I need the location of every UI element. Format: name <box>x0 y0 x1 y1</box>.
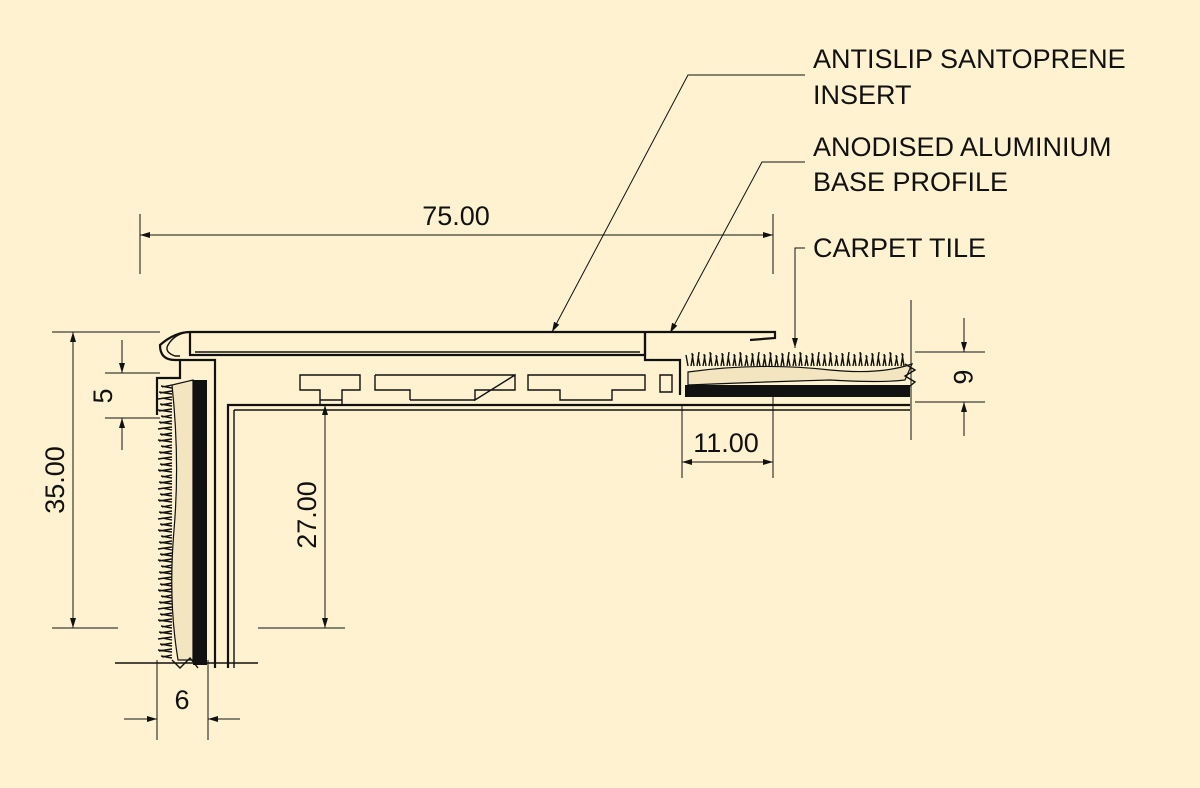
carpet-tile-left <box>157 379 207 669</box>
carpet-break-right <box>903 363 917 391</box>
profile-nose <box>155 330 777 415</box>
callout-carpet-label: CARPET TILE <box>813 233 986 263</box>
profile-nose-inner <box>166 331 191 357</box>
profile-inner-leg <box>226 403 910 668</box>
callout-base-line2: BASE PROFILE <box>813 167 1008 197</box>
callout-carpet: CARPET TILE <box>792 233 986 348</box>
callout-base-line1: ANODISED ALUMINIUM <box>813 132 1112 162</box>
dimension-overlap: 11.00 <box>681 395 774 478</box>
aluminium-profile <box>155 330 910 668</box>
carpet-backing-right <box>685 385 910 397</box>
dimension-top-width: 75.00 <box>139 201 774 274</box>
carpet-fibres-left <box>157 384 173 659</box>
callout-antislip-line2: INSERT <box>813 80 912 110</box>
dim-11-label: 11.00 <box>693 428 759 458</box>
dim-6-right-label: 6 <box>948 369 978 384</box>
dimension-carpet-right: 6 <box>910 300 985 440</box>
carpet-fibres-right <box>685 351 905 367</box>
dimension-nose: 5 <box>88 340 160 450</box>
callout-antislip-line1: ANTISLIP SANTOPRENE <box>813 44 1126 74</box>
carpet-pile-base-left <box>171 379 194 661</box>
carpet-tile-right <box>685 351 917 397</box>
profile-top-underside <box>180 358 217 668</box>
profile-ribs <box>299 373 673 406</box>
carpet-backing-left <box>193 380 207 665</box>
dim-27-label: 27.00 <box>292 481 322 549</box>
dim-5-label: 5 <box>88 388 118 403</box>
profile-right-step <box>643 333 682 395</box>
callout-base-profile: ANODISED ALUMINIUM BASE PROFILE <box>669 132 1112 334</box>
dim-35-label: 35.00 <box>40 446 70 514</box>
callout-antislip: ANTISLIP SANTOPRENE INSERT <box>551 44 1126 333</box>
dimension-total-height: 35.00 <box>40 331 160 629</box>
carpet-pile-base-right <box>687 362 914 386</box>
dim-75-label: 75.00 <box>422 201 490 231</box>
dimension-leg-height: 27.00 <box>258 405 345 629</box>
dimension-carpet-left: 6 <box>124 660 240 740</box>
dim-6-left-label: 6 <box>174 685 189 715</box>
